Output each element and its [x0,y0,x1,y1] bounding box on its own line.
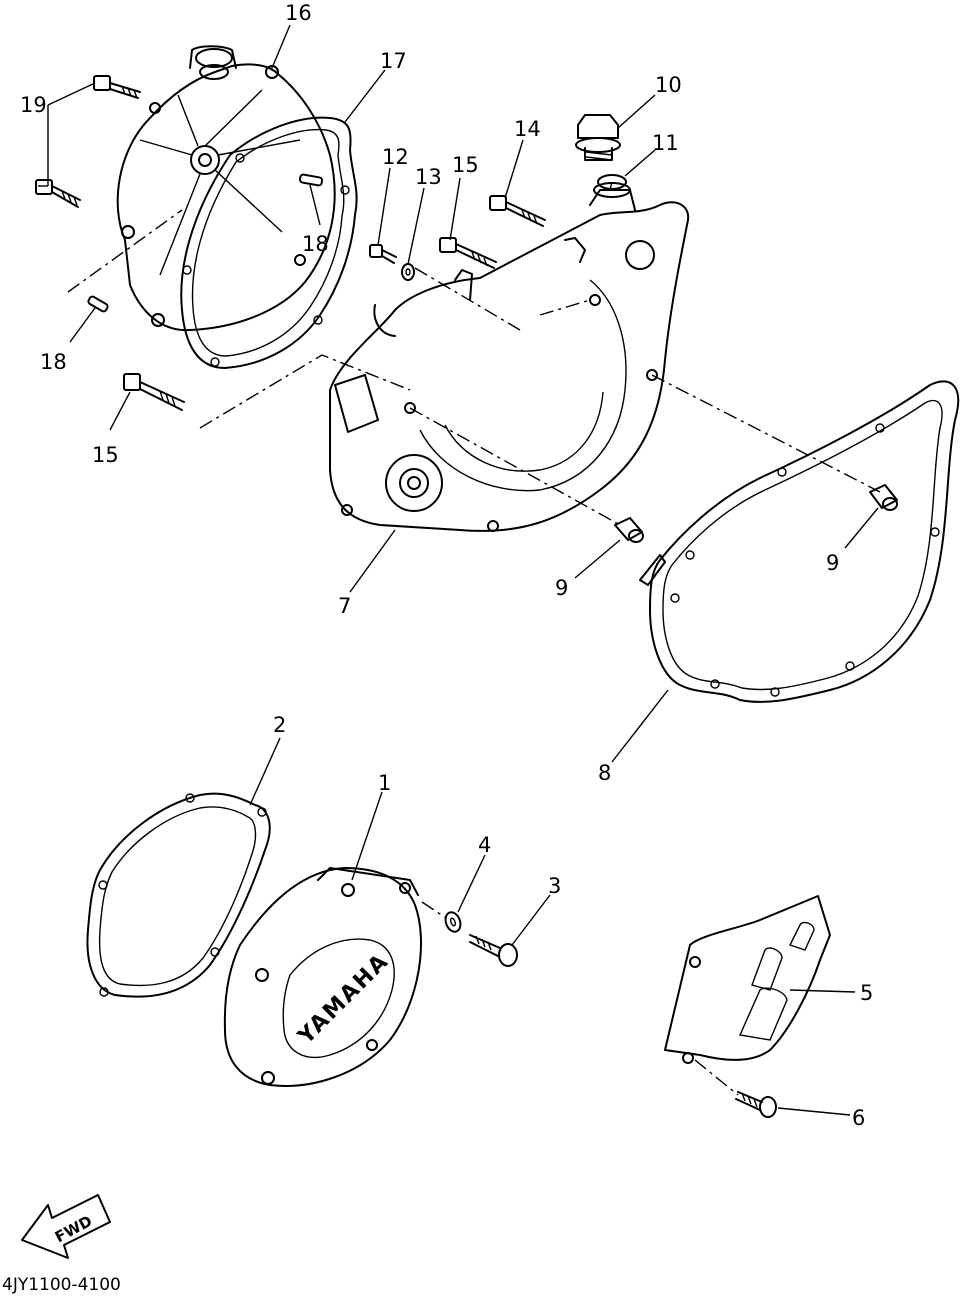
callout-13: 13 [415,165,442,189]
callout-1: 1 [378,771,391,795]
clutch-outer-cover [116,45,336,332]
bolt-15-lower [123,373,185,411]
callout-7: 7 [338,594,351,618]
bolt-19-lower [35,179,81,208]
dowel-pin-upper [298,173,324,187]
callout-4: 4 [478,833,491,857]
callout-17: 17 [380,49,407,73]
dowel-pin-lower [87,295,109,313]
alignment-lines [67,181,881,1096]
o-ring [597,174,627,190]
callout-2: 2 [273,713,286,737]
dowel-9-center [614,517,644,543]
bolt-3 [469,934,518,967]
dowel-9-right [869,484,898,511]
callout-9a: 9 [555,576,568,600]
callout-19: 19 [20,93,47,117]
diagram-code: 4JY1100-4100 [2,1275,121,1294]
washer-4 [444,911,462,933]
callout-8: 8 [598,761,611,785]
generator-cover: YAMAHA [223,867,423,1087]
callout-18b: 18 [40,350,67,374]
bolt-14 [489,195,546,227]
callout-10: 10 [655,73,682,97]
leader-lines [38,24,879,1116]
fwd-arrow: FWD [21,1194,111,1259]
callout-3: 3 [548,874,561,898]
callout-6: 6 [852,1106,865,1130]
yamaha-logo-text: YAMAHA [293,949,394,1050]
clutch-cover-gasket [180,116,358,369]
oil-filler-plug [575,114,621,161]
crankcase-cover [329,182,690,532]
callout-15a: 15 [452,153,479,177]
generator-cover-gasket [86,792,271,998]
bolt-6 [735,1091,777,1118]
callout-labels: 1 2 3 4 5 6 7 8 9 9 10 11 12 13 14 15 15… [20,1,873,1130]
callout-12: 12 [382,145,409,169]
callout-9b: 9 [826,551,839,575]
callout-5: 5 [860,981,873,1005]
callout-18a: 18 [302,232,329,256]
crankcase-cover-gasket [639,380,960,703]
bolt-19-upper [93,75,141,99]
callout-16: 16 [285,1,312,25]
callout-14: 14 [514,117,541,141]
bolt-12 [369,244,397,264]
sprocket-cover [664,895,831,1064]
washer-13 [401,263,415,281]
callout-15b: 15 [92,443,119,467]
bolt-15-upper [439,237,497,269]
callout-11: 11 [652,131,679,155]
